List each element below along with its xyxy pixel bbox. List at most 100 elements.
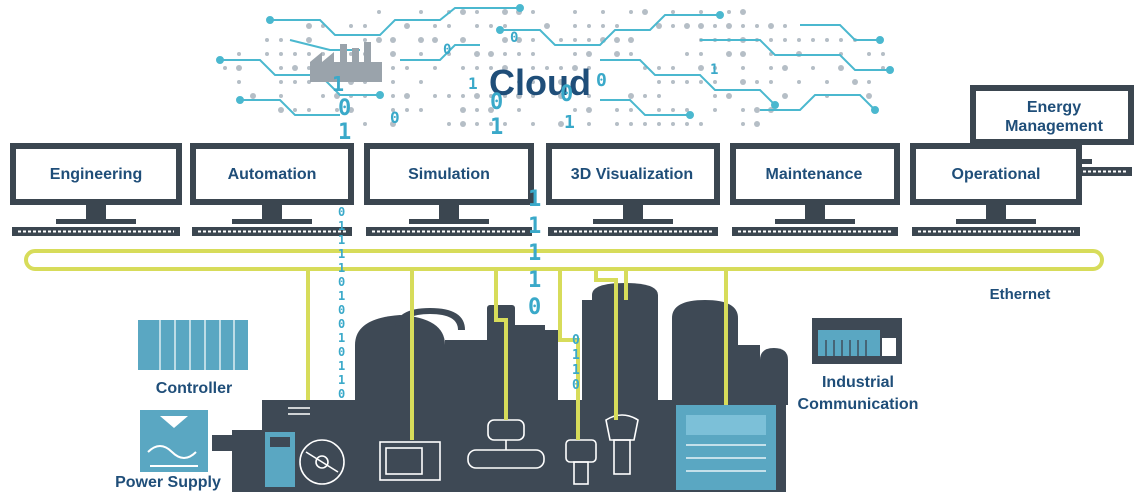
circuit-dot bbox=[629, 122, 633, 126]
cloud-binary-digit: 0 bbox=[338, 96, 352, 121]
circuit-dot bbox=[503, 94, 507, 98]
circuit-dot bbox=[545, 66, 549, 70]
circuit-dot bbox=[558, 93, 564, 99]
circuit-dot bbox=[685, 80, 689, 84]
cloud-binary-digit: 0 bbox=[510, 30, 519, 46]
circuit-dot bbox=[782, 93, 788, 99]
circuit-dot bbox=[475, 122, 479, 126]
circuit-dot bbox=[321, 94, 325, 98]
circuit-dot bbox=[573, 52, 577, 56]
circuit-dot bbox=[237, 80, 241, 84]
circuit-dot bbox=[236, 65, 242, 71]
circuit-dot bbox=[475, 24, 479, 28]
circuit-dot bbox=[293, 52, 297, 56]
circuit-dot bbox=[531, 38, 535, 42]
power-supply-label: Power Supply bbox=[115, 474, 221, 491]
circuit-dot bbox=[685, 122, 689, 126]
circuit-dot bbox=[419, 10, 423, 14]
cloud-binary-digit: 1 bbox=[564, 112, 575, 133]
circuit-dot bbox=[475, 108, 479, 112]
circuit-dot bbox=[349, 24, 353, 28]
monitor-1 bbox=[190, 143, 354, 236]
circuit-dot bbox=[713, 80, 717, 84]
circuit-dot bbox=[657, 66, 661, 70]
circuit-dot bbox=[811, 66, 815, 70]
circuit-dot bbox=[881, 52, 885, 56]
circuit-dot bbox=[713, 24, 717, 28]
cloud-binary-digit: 1 bbox=[338, 120, 352, 145]
circuit-dot bbox=[699, 10, 703, 14]
circuit-dot bbox=[488, 51, 494, 57]
circuit-dot bbox=[684, 23, 690, 29]
plant-devices bbox=[265, 405, 776, 490]
circuit-dot bbox=[391, 108, 395, 112]
cloud-label: Cloud bbox=[489, 62, 591, 103]
controller-icon bbox=[138, 320, 248, 370]
circuit-dot bbox=[418, 37, 424, 43]
circuit-dot bbox=[237, 52, 241, 56]
circuit-dot bbox=[573, 108, 577, 112]
controller-label: Controller bbox=[155, 380, 233, 397]
circuit-dot bbox=[376, 37, 382, 43]
circuit-dot bbox=[503, 52, 507, 56]
circuit-dot bbox=[573, 24, 577, 28]
circuit-dot bbox=[601, 24, 605, 28]
circuit-dot bbox=[615, 122, 619, 126]
circuit-dot bbox=[698, 23, 704, 29]
circuit-dot bbox=[628, 37, 634, 43]
cloud-binary-digit: 0 bbox=[443, 42, 452, 58]
circuit-dot bbox=[502, 9, 508, 15]
circuit-dot bbox=[614, 51, 620, 57]
circuit-dot bbox=[867, 80, 871, 84]
circuit-dot bbox=[741, 122, 745, 126]
plant-silhouette bbox=[232, 283, 788, 492]
circuit-dot bbox=[503, 24, 507, 28]
circuit-dot bbox=[671, 108, 675, 112]
circuit-dot bbox=[377, 10, 381, 14]
circuit-dot bbox=[740, 51, 746, 57]
binary-stream-left: 01111010010110 bbox=[338, 205, 346, 401]
circuit-dot bbox=[740, 79, 746, 85]
circuit-dot bbox=[502, 37, 508, 43]
circuit-dot bbox=[573, 10, 577, 14]
circuit-dot bbox=[671, 66, 675, 70]
circuit-dot bbox=[279, 80, 283, 84]
binary-stream-center: 11110 bbox=[528, 187, 542, 320]
circuit-dot bbox=[699, 122, 703, 126]
circuit-dot bbox=[741, 66, 745, 70]
circuit-dot bbox=[474, 51, 480, 57]
circuit-dot bbox=[432, 37, 438, 43]
circuit-dot bbox=[839, 38, 843, 42]
circuit-dot bbox=[279, 94, 283, 98]
circuit-dot bbox=[586, 107, 592, 113]
circuit-dot bbox=[629, 52, 633, 56]
circuit-dot bbox=[797, 80, 801, 84]
circuit-dot bbox=[572, 65, 578, 71]
circuit-dot bbox=[489, 122, 493, 126]
circuit-dot bbox=[517, 108, 521, 112]
circuit-dot bbox=[293, 108, 297, 112]
circuit-dot bbox=[335, 108, 339, 112]
monitor-label-operational: Operational bbox=[951, 165, 1041, 183]
binary-stream-right: 0110 bbox=[572, 333, 580, 393]
circuit-dot bbox=[348, 107, 354, 113]
cloud-circuit-traces bbox=[216, 4, 894, 119]
circuit-dot bbox=[615, 108, 619, 112]
circuit-dot bbox=[797, 38, 801, 42]
circuit-dot bbox=[279, 52, 283, 56]
circuit-dot bbox=[587, 66, 591, 70]
circuit-dot bbox=[419, 52, 423, 56]
circuit-dot bbox=[755, 24, 759, 28]
circuit-dot bbox=[657, 80, 661, 84]
circuit-dot bbox=[629, 10, 633, 14]
circuit-dot bbox=[685, 108, 689, 112]
circuit-dot bbox=[405, 66, 409, 70]
circuit-dot bbox=[489, 24, 493, 28]
circuit-dot bbox=[531, 66, 535, 70]
cloud-factory-icon bbox=[310, 42, 382, 82]
monitor-3 bbox=[546, 143, 720, 236]
circuit-dot bbox=[559, 66, 563, 70]
circuit-dot bbox=[250, 93, 256, 99]
circuit-dot bbox=[489, 66, 493, 70]
circuit-dot bbox=[447, 122, 451, 126]
